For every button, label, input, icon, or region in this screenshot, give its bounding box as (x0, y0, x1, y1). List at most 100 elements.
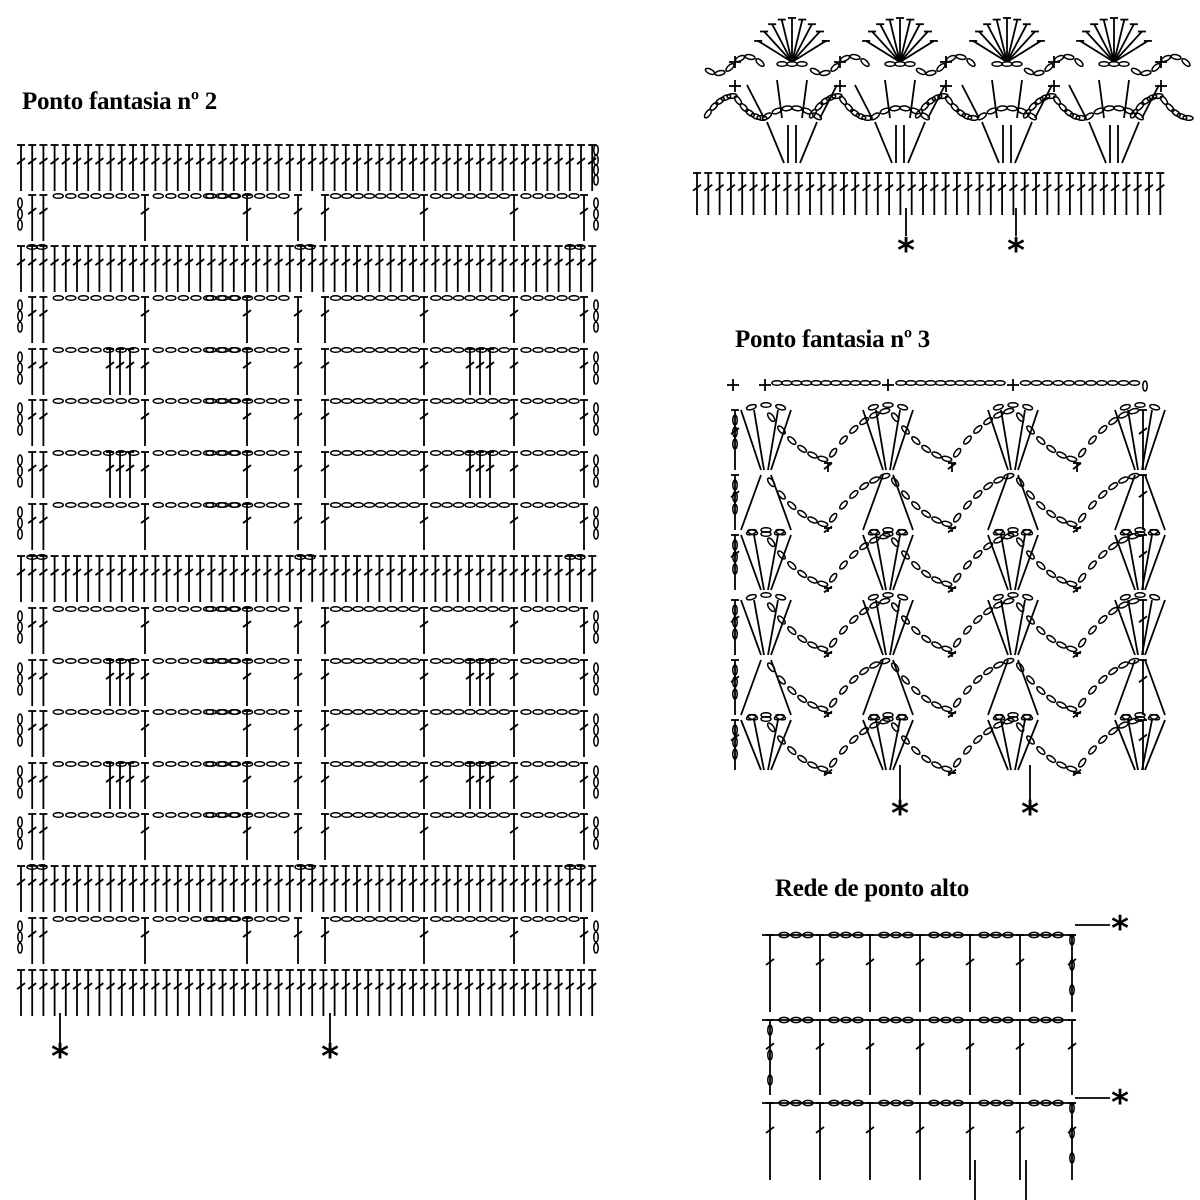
chain-stitch-symbol (487, 449, 499, 457)
chain-stitch-symbol (329, 915, 342, 923)
double-crochet-symbol (531, 865, 541, 912)
chain-stitch-symbol (807, 576, 818, 584)
chain-stitch-symbol (556, 346, 568, 354)
chain-stitch-symbol (464, 915, 476, 923)
chain-stitch-symbol (205, 760, 217, 768)
chain-stitch-symbol (732, 748, 738, 760)
single-crochet-symbol (727, 379, 739, 391)
chain-stitch-symbol (363, 501, 376, 509)
chain-stitch-symbol (963, 500, 972, 510)
chain-stitch-symbol (568, 760, 580, 768)
chain-stitch-symbol (52, 760, 65, 768)
chain-stitch-symbol (241, 346, 254, 354)
double-crochet-symbol (408, 144, 418, 191)
chain-stitch-symbol (115, 397, 127, 405)
double-crochet-symbol (464, 144, 474, 191)
chain-stitch-symbol (911, 626, 921, 636)
pattern-row (762, 1099, 1077, 1180)
chain-stitch-symbol (498, 294, 511, 302)
chain-stitch-symbol (556, 915, 568, 923)
chain-stitch-symbol (593, 454, 599, 466)
chain-stitch-symbol (408, 760, 421, 768)
chain-stitch-symbol (205, 397, 217, 405)
double-crochet-symbol (915, 1019, 925, 1095)
chain-stitch-symbol (983, 666, 994, 676)
double-crochet-symbol (419, 865, 429, 912)
chain-stitch-symbol (745, 403, 757, 411)
pattern-row (17, 811, 599, 860)
chain-stitch-symbol (556, 760, 568, 768)
chain-stitch-symbol (205, 294, 217, 302)
chain-stitch-symbol (1003, 597, 1015, 605)
chain-stitch-symbol (152, 708, 165, 716)
chain-stitch-symbol (828, 637, 838, 648)
double-crochet-symbol (442, 865, 452, 912)
chain-stitch-symbol (814, 101, 824, 112)
double-crochet-symbol (760, 172, 770, 215)
double-crochet-symbol (453, 144, 463, 191)
chain-stitch-symbol (429, 192, 442, 200)
chain-stitch-symbol (859, 379, 872, 387)
chain-stitch-symbol (1149, 403, 1161, 411)
chain-stitch-symbol (520, 501, 532, 509)
chain-stitch-symbol (217, 811, 229, 819)
chain-stitch-symbol (102, 657, 115, 665)
chain-stitch-symbol (1040, 931, 1052, 939)
chain-stitch-symbol (229, 760, 242, 768)
chain-stitch-symbol (593, 208, 599, 220)
chain-stitch-symbol (1098, 549, 1108, 559)
chain-stitch-symbol (1118, 476, 1129, 484)
double-crochet-symbol (173, 245, 183, 292)
chain-stitch-symbol (777, 615, 786, 625)
chain-stitch-symbol (1056, 641, 1067, 649)
double-crochet-symbol (105, 762, 115, 809)
double-crochet-symbol (587, 969, 597, 1016)
double-crochet-symbol (341, 865, 351, 912)
chain-stitch-symbol (568, 605, 580, 613)
chain-stitch-symbol (791, 105, 803, 112)
chain-stitch-symbol (374, 605, 387, 613)
double-crochet-symbol (363, 969, 373, 1016)
double-crochet-symbol (117, 555, 127, 602)
double-crochet-symbol (509, 296, 519, 343)
chain-stitch-symbol (408, 294, 421, 302)
chain-stitch-symbol (408, 501, 421, 509)
title-rede-de-ponto-alto: Rede de ponto alto (775, 875, 969, 902)
chain-stitch-symbol (520, 811, 532, 819)
double-crochet-symbol (579, 813, 589, 860)
chain-stitch-symbol (294, 553, 306, 561)
chain-stitch-symbol (253, 501, 266, 509)
chain-stitch-symbol (241, 811, 254, 819)
chain-stitch-symbol (952, 931, 964, 939)
chain-stitch-symbol (593, 424, 599, 436)
chain-stitch-symbol (859, 416, 870, 426)
chain-stitch-symbol (963, 625, 972, 635)
double-crochet-symbol (419, 451, 429, 498)
double-crochet-symbol (320, 399, 330, 446)
chain-stitch-symbol (941, 765, 953, 773)
double-crochet-symbol (884, 172, 894, 215)
chain-stitch-symbol (1001, 60, 1013, 68)
chain-stitch-symbol (849, 734, 859, 744)
chain-stitch-symbol (920, 101, 930, 112)
chain-stitch-symbol (152, 397, 165, 405)
double-crochet-symbol (140, 399, 150, 446)
chain-stitch-symbol (1041, 379, 1054, 387)
chain-stitch-symbol (17, 310, 23, 322)
chain-stitch-symbol (452, 760, 465, 768)
chain-stitch-symbol (732, 688, 738, 700)
chain-stitch-symbol (205, 192, 217, 200)
chain-stitch-symbol (852, 1099, 864, 1107)
chain-stitch-symbol (790, 931, 802, 939)
chain-stitch-symbol (429, 605, 442, 613)
double-crochet-symbol (125, 659, 135, 706)
chain-stitch-symbol (593, 528, 599, 540)
chain-stitch-symbol (229, 915, 242, 923)
chain-stitch-symbol (90, 501, 102, 509)
double-crochet-symbol (475, 451, 485, 498)
chain-stitch-symbol (568, 449, 580, 457)
shell-motif (961, 17, 1053, 164)
chain-stitch-symbol (897, 713, 909, 721)
chain-stitch-symbol (266, 915, 278, 923)
chain-stitch-symbol (452, 915, 465, 923)
